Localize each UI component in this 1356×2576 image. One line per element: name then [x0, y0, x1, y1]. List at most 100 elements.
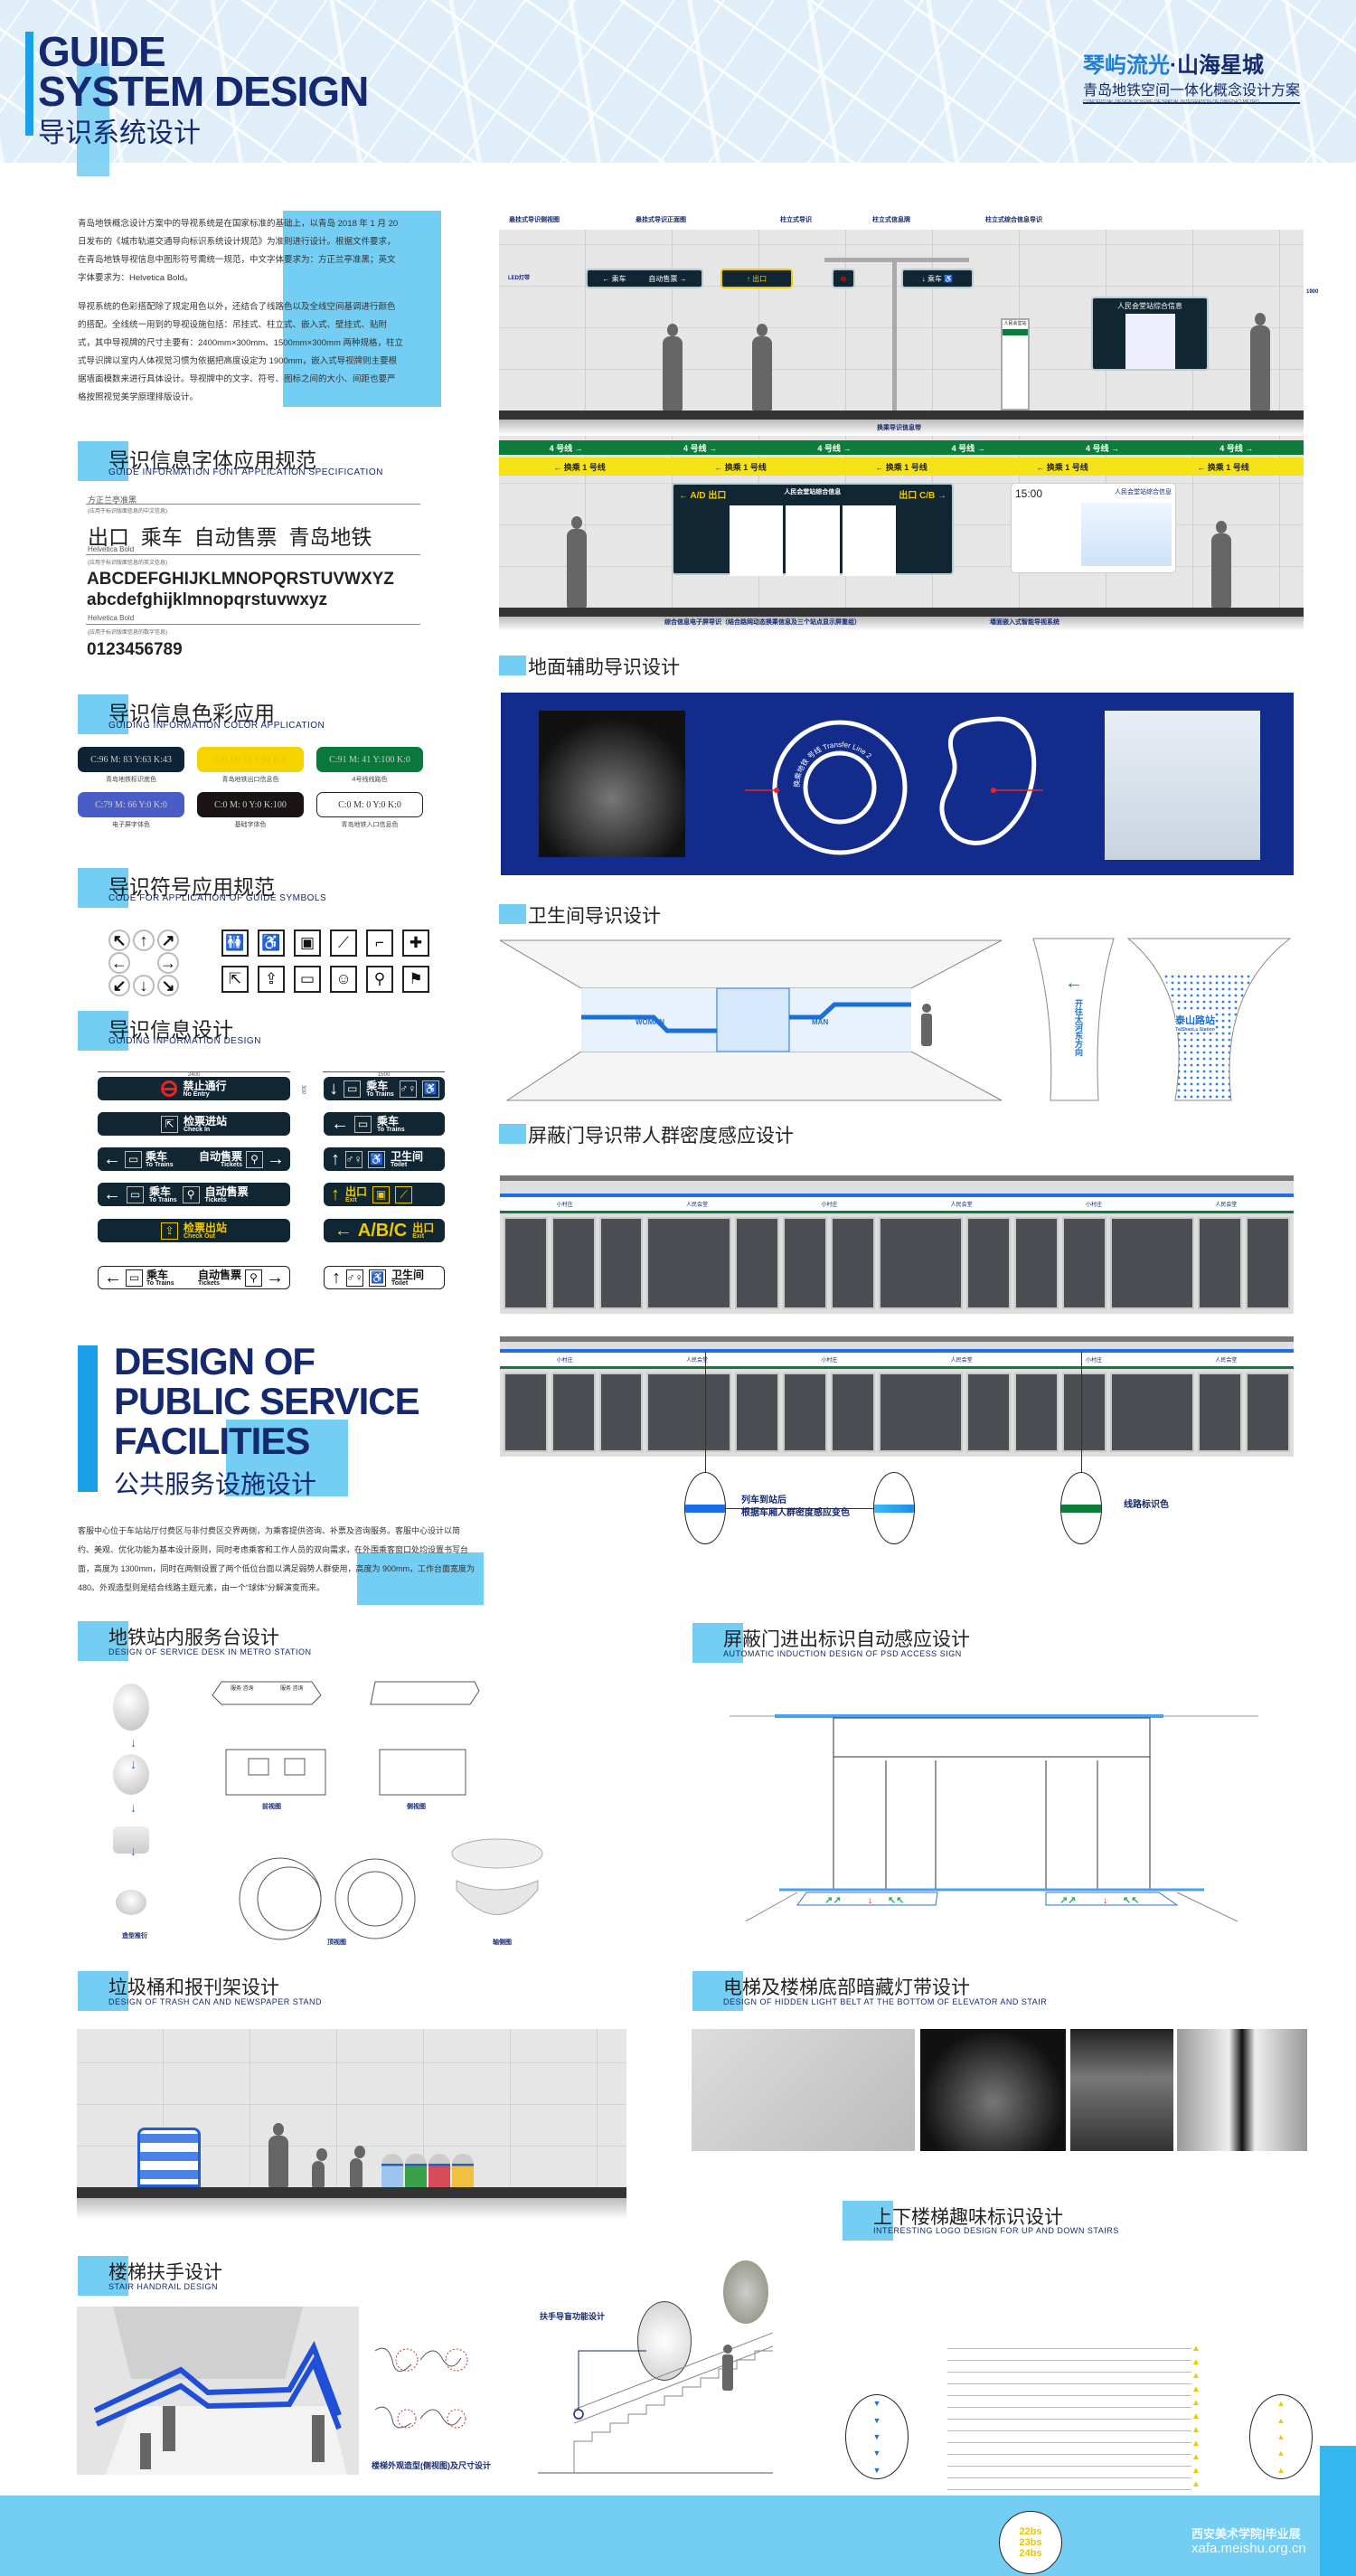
facilities-cn: 公共服务设施设计	[114, 1470, 317, 1498]
elevation-label: 悬挂式导识正面图	[636, 217, 686, 223]
watermark-school: 西安美术学院|毕业展	[1191, 2527, 1301, 2541]
svg-text:↖↖: ↖↖	[888, 1895, 904, 1906]
child-silhouette	[350, 2146, 365, 2187]
intro-paragraph-2: 导视系统的色彩搭配除了规定用色以外，还结合了线路色以及全线空间基调进行颜色的搭配…	[78, 302, 404, 402]
title-line1: GUIDE	[38, 28, 166, 75]
screen-caption: 综合信息电子屏导识（结合路网动态换乘信息及三个站点显示屏重组）	[664, 619, 861, 626]
person-silhouette	[752, 324, 772, 410]
side-view-caption: 侧视图	[407, 1804, 426, 1810]
guide-symbol-icon: ☺	[330, 966, 357, 993]
floor-guide-photo	[1105, 711, 1260, 860]
density-color-blue-detail	[684, 1472, 726, 1544]
section-marker	[78, 868, 128, 908]
guide-symbol-icon: ⌐	[366, 929, 393, 957]
direction-arrow-icon: ↖	[108, 929, 130, 951]
hanging-sign-trains-tickets: ← 乘车自动售票 →	[586, 269, 703, 288]
symbols-en: CODE FOR APPLICATION OF GUIDE SYMBOLS	[108, 893, 327, 903]
guide-symbol-icon: ⇱	[221, 966, 249, 993]
train-icon: ▭	[127, 1185, 144, 1203]
led-strip-label: LED灯带	[508, 276, 531, 281]
color-swatch-caption: 青岛地铁出口信息色	[221, 777, 279, 783]
highlight-block	[283, 211, 441, 407]
footer-band	[0, 2496, 1356, 2576]
color-swatch: C:96 M: 83 Y:63 K:43	[78, 747, 184, 772]
section-marker	[78, 694, 128, 734]
guide-symbol-icon: ⟋	[330, 929, 357, 957]
svg-text:←: ←	[1065, 973, 1083, 993]
stair-light-photo	[920, 2029, 1066, 2151]
section-marker	[78, 2256, 128, 2296]
color-swatch-caption: 电子屏字体色	[112, 822, 150, 828]
sphere-step-4	[116, 1890, 146, 1915]
stair-render	[947, 2337, 1191, 2500]
up-markers: ▲▲▲▲▲▲▲▲▲▲▲	[1191, 2344, 1201, 2489]
section-marker	[499, 904, 526, 924]
arrow-right-icon: →	[267, 1149, 285, 1169]
tunnel-render-image	[539, 711, 685, 857]
facilities-paragraph: 客服中心位于车站站厅付费区与非付费区交界两侧，为乘客提供咨询、补票及咨询服务。客…	[78, 1526, 476, 1592]
guide-symbol-icon: ⚲	[366, 966, 393, 993]
floor-ring-graphics: 换乘地铁 号线 Transfer Line 2	[745, 716, 1043, 855]
psd-elevation-2: 小村庄人民会堂小村庄人民会堂小村庄人民会堂	[500, 1336, 1294, 1457]
dimension-2400: 2400	[98, 1071, 290, 1078]
column-direction-text: 开往太河东方向	[1074, 999, 1083, 1056]
watermark-url: xafa.meishu.org.cn	[1191, 2541, 1306, 2556]
svg-text:↗↗: ↗↗	[824, 1895, 841, 1906]
en-uppercase-sample: ABCDEFGHIJKLMNOPQRSTUVWXYZ	[87, 570, 394, 589]
line4-band: 4 号线 →4 号线 →4 号线 →4 号线 →4 号线 →4 号线 →	[499, 440, 1304, 455]
service-desk-drawings	[212, 1681, 543, 1940]
highlight-block	[226, 1420, 348, 1496]
line1-transfer-band: ← 换乘 1 号线← 换乘 1 号线← 换乘 1 号线← 换乘 1 号线← 换乘…	[499, 458, 1304, 476]
accent-bar	[25, 32, 33, 136]
direction-arrow-icon: ↘	[157, 975, 179, 996]
arrow-left-icon: ←	[103, 1149, 121, 1169]
svg-text:↓: ↓	[868, 1895, 873, 1906]
title-cn: 导识系统设计	[38, 118, 201, 148]
svg-text:↗↗: ↗↗	[1059, 1895, 1076, 1906]
psd-sign-title: 屏蔽门进出标识自动感应设计	[723, 1629, 970, 1650]
smart-guide-caption: 墙面嵌入式智能导视系统	[990, 619, 1059, 626]
sphere-step-3	[113, 1826, 149, 1854]
accent-block	[77, 63, 109, 176]
trash-title: 垃圾桶和报刊架设计	[108, 1977, 279, 1998]
down-marker-detail: ▼▼▼▼▼	[845, 2394, 909, 2479]
direction-arrow-icon: →	[157, 952, 179, 974]
guide-symbol-icon: ♿	[258, 929, 285, 957]
dimension-300: 300	[300, 1085, 306, 1095]
psd-note-3: 线路标识色	[1124, 1500, 1169, 1510]
dimension-1500: 1500	[323, 1071, 445, 1078]
color-swatch: C:0 M: 0 Y:0 K:0	[316, 792, 423, 817]
title-line2: SYSTEM DESIGN	[38, 68, 369, 115]
hanging-sign-exit: ↑ 出口	[720, 269, 793, 288]
electronic-info-screen: ← A/D 出口人民会堂站综合信息出口 C/B →	[672, 483, 954, 576]
no-entry-sign: ⊖	[832, 269, 855, 288]
color-swatch-caption: 基础字体色	[234, 822, 267, 828]
color-swatch-caption: 青岛地铁标识底色	[106, 777, 156, 783]
facilities-line2: PUBLIC SERVICE	[114, 1380, 420, 1422]
en-lowercase-sample: abcdefghijklmnopqrstuvwxyz	[87, 590, 328, 609]
front-view-caption: 前视图	[262, 1804, 281, 1810]
height-1900: 1900	[1306, 289, 1319, 295]
en-font-name: Helvetica Bold	[88, 545, 135, 553]
section-marker	[692, 1971, 743, 2011]
en-font-note: (应用于标识版面信息的英文信息)	[88, 561, 167, 566]
handrail-render	[77, 2307, 359, 2475]
guide-symbol-icon: ⇪	[258, 966, 285, 993]
psd-title: 屏蔽门导识带人群密度感应设计	[528, 1126, 794, 1146]
newspaper-stand	[137, 2128, 201, 2187]
elevation-label: 悬挂式导识侧视图	[509, 217, 560, 223]
up-marker-detail: ▲▲▲▲▲	[1249, 2394, 1313, 2479]
section-marker	[78, 441, 128, 481]
map-background	[0, 0, 1356, 163]
column-direction-sign: ←	[1032, 938, 1115, 1101]
facilities-line1: DESIGN OF	[114, 1340, 315, 1382]
person-silhouette	[663, 324, 683, 410]
footer-accent	[1320, 2446, 1356, 2576]
